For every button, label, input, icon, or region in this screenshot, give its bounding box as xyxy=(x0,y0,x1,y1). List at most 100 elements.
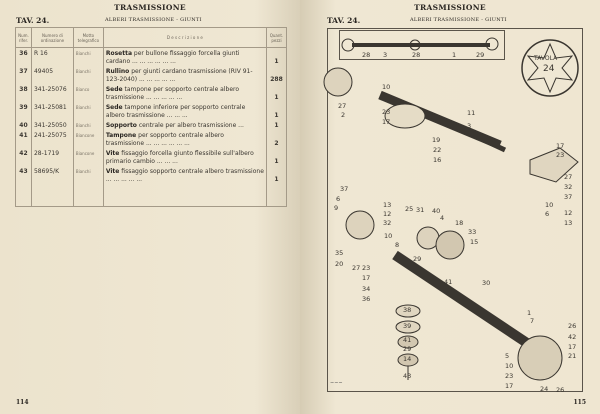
table-row: 43 58695/K Bianchi Vite fissaggio soppor… xyxy=(15,166,288,184)
part-callout: 4 xyxy=(440,214,445,222)
part-desc: per bullone fissaggio forcella giunti ca… xyxy=(105,50,240,65)
description: Sede tampone per sopporto centrale alber… xyxy=(102,84,267,102)
part-callout: 38 xyxy=(403,306,412,314)
part-callout: 32 xyxy=(564,183,573,191)
description: Rosetta per bullone fissaggio forcella g… xyxy=(102,47,267,66)
part-callout: 12 xyxy=(564,209,573,217)
table-row: 40 341-25050 Bianchi Sopporto centrale p… xyxy=(15,120,288,130)
description: Tampone per sopporto centrale albero tra… xyxy=(102,130,267,148)
part-callout: 23 xyxy=(382,108,391,116)
table-row: 41 241-25075 Biancone Tampone per soppor… xyxy=(15,130,288,148)
parts-table: Num. rifer. Numero di ordinazione Motto … xyxy=(15,27,288,207)
part-callout: 41 xyxy=(444,278,453,286)
table-row: 37 49405 Bianchi Rullino per giunti card… xyxy=(15,66,288,84)
telegraph-code: Bianchi xyxy=(72,166,104,184)
order-number: 341-25081 xyxy=(30,102,74,120)
center-bearing xyxy=(384,103,426,129)
table-ref: TAV. 24. xyxy=(327,16,361,25)
telegraph-code: Bianchi xyxy=(72,47,104,66)
part-callout: 11 xyxy=(467,109,476,117)
section-title: TRASMISSIONE xyxy=(114,3,186,12)
part-callout: 25 xyxy=(405,205,414,213)
col-code: Numero di ordinazione xyxy=(30,27,74,48)
yoke-left xyxy=(345,210,375,240)
part-callout: 17 xyxy=(382,118,391,126)
part-callout: 10 xyxy=(382,83,391,91)
col-mark: Motto telegrafico xyxy=(72,27,104,48)
part-name: Vite xyxy=(105,150,120,157)
part-callout: 43 xyxy=(403,372,412,380)
diagram-frame xyxy=(327,28,583,392)
exploded-diagram xyxy=(323,37,579,381)
order-number: 49405 xyxy=(30,66,74,84)
yoke-right xyxy=(529,147,579,183)
lower-shaft xyxy=(392,250,533,350)
inset-callout: 28 xyxy=(412,51,421,59)
part-callout: 19 xyxy=(432,136,441,144)
part-callout: 9 xyxy=(334,204,339,212)
inset-callout: 28 xyxy=(362,51,371,59)
part-desc: per sopporto centrale albero trasmission… xyxy=(105,132,224,147)
part-callout: 3 xyxy=(467,122,472,130)
order-number: 341-25050 xyxy=(30,120,74,130)
quantity: 288 xyxy=(265,66,288,84)
part-callout: 24 xyxy=(540,385,549,393)
part-callout: 35 xyxy=(335,249,344,257)
part-callout: 26 xyxy=(556,386,565,394)
part-callout: 6 xyxy=(545,210,550,218)
ref-number: 40 xyxy=(15,120,32,130)
description: Vite fissaggio forcella giunto flessibil… xyxy=(102,148,267,166)
inset-callout: 1 xyxy=(452,51,457,59)
part-callout: 7 xyxy=(530,317,535,325)
part-callout: 37 xyxy=(564,193,573,201)
part-callout: 27 xyxy=(338,102,347,110)
table-row: 39 341-25081 Bianchi Sede tampone inferi… xyxy=(15,102,288,120)
description: Vite fissaggio sopporto centrale albero … xyxy=(102,166,267,184)
part-callout: 17 xyxy=(505,382,514,390)
part-name: Rosetta xyxy=(105,50,132,57)
part-callout: 17 xyxy=(556,142,565,150)
order-number: 241-25075 xyxy=(30,130,74,148)
part-desc: tampone inferiore per sopporto centrale … xyxy=(105,104,246,119)
telegraph-code: Biancone xyxy=(72,148,104,166)
part-callout: 1 xyxy=(527,309,532,317)
order-number: 58695/K xyxy=(30,166,74,184)
part-callout: 34 xyxy=(362,285,371,293)
table-row: 42 28-1719 Biancone Vite fissaggio force… xyxy=(15,148,288,166)
part-callout: 5 xyxy=(505,352,510,360)
part-callout: 37 xyxy=(340,185,349,193)
right-page: TRASMISSIONE TAV. 24. ALBERI TRASMISSION… xyxy=(300,0,600,414)
inset-callout: 3 xyxy=(383,51,388,59)
part-name: Tampone xyxy=(105,132,137,139)
part-callout: 29 xyxy=(413,255,422,263)
flex-disc xyxy=(517,335,563,381)
ref-number: 42 xyxy=(15,148,32,166)
part-callout: 10 xyxy=(505,362,514,370)
part-desc: fissaggio forcella giunto flessibile sul… xyxy=(105,150,254,165)
col-qty: Quant. pezzi xyxy=(265,27,288,48)
page-number: 115 xyxy=(573,399,586,406)
part-callout: 26 xyxy=(568,322,577,330)
ref-number: 39 xyxy=(15,102,32,120)
part-callout: 8 xyxy=(395,241,400,249)
part-callout: 40 xyxy=(432,207,441,215)
table-ref: TAV. 24. xyxy=(16,16,50,25)
ref-number: 41 xyxy=(15,130,32,148)
part-callout: 27 xyxy=(352,264,361,272)
page-number: 114 xyxy=(16,399,29,406)
tavola-badge xyxy=(521,39,579,97)
bearing-assembly xyxy=(435,230,465,260)
quantity: 1 xyxy=(265,84,288,102)
part-callout: 12 xyxy=(383,210,392,218)
overview-inset xyxy=(339,30,505,60)
ref-number: 36 xyxy=(15,47,32,66)
table-row: 36 R 16 Bianchi Rosetta per bullone fiss… xyxy=(15,47,288,66)
part-callout: 42 xyxy=(568,333,577,341)
order-number: 341-25076 xyxy=(30,84,74,102)
part-desc: per giunti cardano trasmissione (RIV 91-… xyxy=(105,68,253,83)
part-callout: 31 xyxy=(416,206,425,214)
part-desc: fissaggio sopporto centrale albero trasm… xyxy=(105,168,264,183)
part-callout: 14 xyxy=(403,355,412,363)
part-name: Rullino xyxy=(105,68,130,75)
